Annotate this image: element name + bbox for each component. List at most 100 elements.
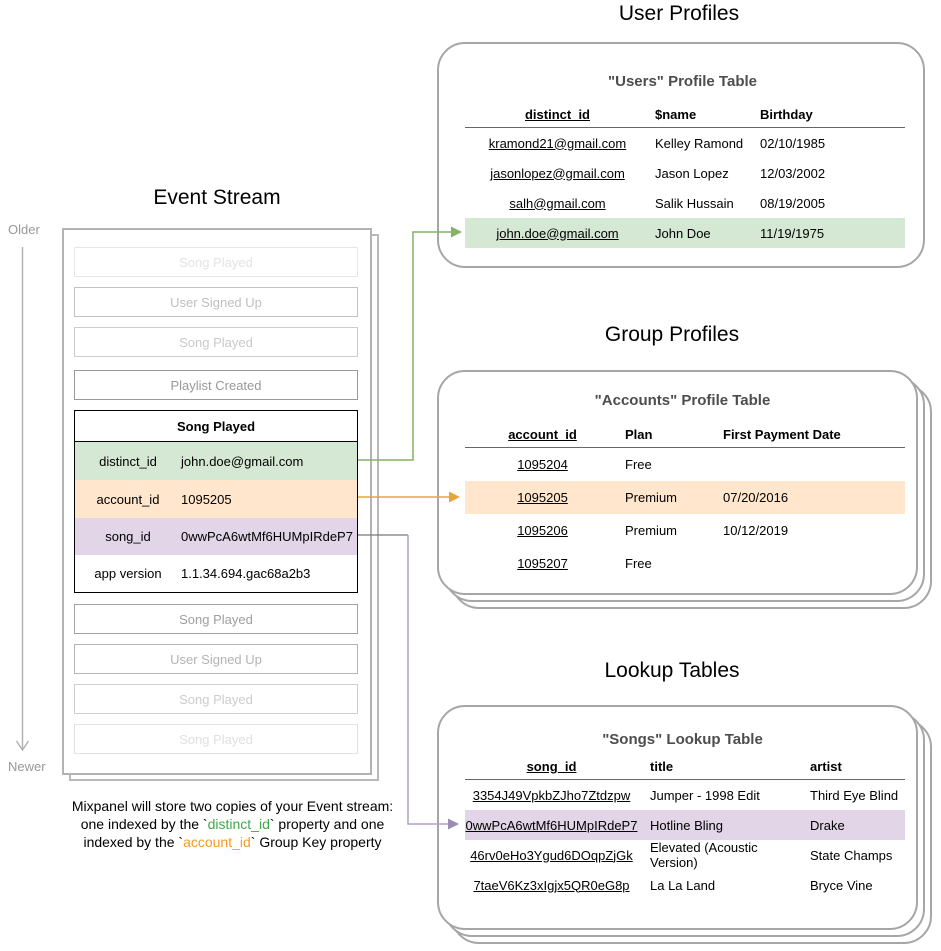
cell-artist: Third Eye Blind — [810, 787, 899, 803]
cell-song-id: 46rv0eHo3Ygud6DOqpZjGk — [470, 847, 633, 863]
event-property-app-version: app version 1.1.34.694.gac68a2b3 — [75, 555, 357, 592]
property-value: 1.1.34.694.gac68a2b3 — [181, 566, 311, 581]
event-box: Song Played — [74, 604, 358, 634]
cell-title: Elevated (Acoustic Version) — [650, 840, 758, 870]
cell-birthday: 08/19/2005 — [760, 195, 826, 211]
table-row-highlighted: 0wwPcA6wtMf6HUMpIRdeP7 Hotline Bling Dra… — [465, 810, 905, 840]
event-box: Song Played — [74, 247, 358, 277]
cell-distinct-id: john.doe@gmail.com — [496, 225, 619, 241]
event-property-account-id: account_id 1095205 — [75, 480, 357, 518]
event-box: Song Played — [74, 327, 358, 357]
event-box: Song Played — [74, 724, 358, 754]
songs-table-header: song_id title artist — [465, 753, 905, 780]
event-box: Playlist Created — [74, 370, 358, 400]
cell-distinct-id: jasonlopez@gmail.com — [490, 165, 625, 181]
users-table-title: "Users" Profile Table — [608, 73, 757, 90]
caption-line-3-post: ` Group Key property — [250, 834, 382, 850]
column-header: artist — [810, 758, 842, 774]
property-key: app version — [94, 566, 162, 581]
cell-name: John Doe — [655, 225, 711, 241]
cell-account-id: 1095205 — [517, 490, 568, 505]
property-key: song_id — [105, 529, 151, 544]
event-box: Song Played — [74, 684, 358, 714]
cell-plan: Premium — [625, 490, 678, 505]
column-header: Plan — [625, 426, 653, 442]
event-stream-title: Event Stream — [153, 186, 281, 209]
selected-event-name: Song Played — [75, 411, 357, 442]
group-profiles-title: Group Profiles — [604, 323, 740, 346]
cell-name: Kelley Ramond — [655, 135, 744, 151]
event-stream-caption: Mixpanel will store two copies of your E… — [25, 797, 440, 851]
column-header: account_id — [508, 426, 577, 442]
cell-birthday: 11/19/1975 — [760, 225, 825, 241]
column-header: song_id — [526, 758, 577, 774]
cell-plan: Free — [625, 556, 652, 571]
event-property-distinct-id: distinct_id john.doe@gmail.com — [75, 442, 357, 480]
caption-line-1: Mixpanel will store two copies of your E… — [71, 798, 394, 814]
table-row-highlighted: 1095205 Premium 07/20/2016 — [465, 481, 905, 514]
caption-account-id: account_id — [183, 834, 251, 850]
property-value: 1095205 — [181, 491, 232, 507]
table-row: jasonlopez@gmail.com Jason Lopez 12/03/2… — [465, 158, 905, 188]
cell-artist: Drake — [810, 817, 845, 833]
cell-title: La La Land — [650, 877, 716, 893]
column-header: $name — [655, 106, 697, 122]
songs-table: song_id title artist 3354J49VpkbZJho7Ztd… — [465, 753, 905, 900]
user-profiles-title: User Profiles — [618, 2, 740, 25]
cell-song-id: 3354J49VpkbZJho7Ztdzpw — [472, 787, 631, 803]
cell-first-payment-date: 07/20/2016 — [723, 490, 789, 505]
timeline-arrow — [15, 247, 30, 752]
cell-first-payment-date: 10/12/2019 — [723, 523, 789, 538]
caption-line-2-post: ` property and one — [269, 816, 385, 832]
cell-birthday: 02/10/1985 — [760, 135, 826, 151]
table-row: 7taeV6Kz3xIgjx5QR0eG8p La La Land Bryce … — [465, 870, 905, 900]
event-box: User Signed Up — [74, 287, 358, 317]
caption-line-3-pre: indexed by the ` — [83, 834, 184, 850]
cell-name: Jason Lopez — [655, 165, 729, 181]
cell-plan: Free — [625, 457, 652, 472]
caption-distinct-id: distinct_id — [207, 816, 270, 832]
selected-event-card: Song Played distinct_id john.doe@gmail.c… — [74, 410, 358, 593]
table-row: 1095207 Free — [465, 547, 905, 580]
cell-distinct-id: salh@gmail.com — [509, 195, 606, 211]
cell-title: Jumper - 1998 Edit — [650, 787, 760, 803]
older-label: Older — [8, 222, 40, 237]
accounts-table-header: account_id Plan First Payment Date — [465, 421, 905, 448]
event-property-song-id: song_id 0wwPcA6wtMf6HUMpIRdeP7 — [75, 518, 357, 555]
cell-title: Hotline Bling — [650, 817, 723, 833]
accounts-table-title: "Accounts" Profile Table — [594, 392, 771, 409]
table-row: kramond21@gmail.com Kelley Ramond 02/10/… — [465, 128, 905, 158]
event-box: User Signed Up — [74, 644, 358, 674]
lookup-tables-title: Lookup Tables — [604, 659, 740, 682]
table-row: 1095204 Free — [465, 448, 905, 481]
caption-line-2-pre: one indexed by the ` — [80, 816, 208, 832]
cell-account-id: 1095204 — [517, 457, 568, 472]
column-header: Birthday — [760, 106, 813, 122]
newer-label: Newer — [8, 759, 46, 774]
users-table: distinct_id $name Birthday kramond21@gma… — [465, 101, 905, 248]
table-row: 3354J49VpkbZJho7Ztdzpw Jumper - 1998 Edi… — [465, 780, 905, 810]
table-row: salh@gmail.com Salik Hussain 08/19/2005 — [465, 188, 905, 218]
property-key: distinct_id — [99, 453, 157, 469]
column-header: title — [650, 758, 674, 774]
accounts-table: account_id Plan First Payment Date 10952… — [465, 421, 905, 580]
cell-song-id: 0wwPcA6wtMf6HUMpIRdeP7 — [465, 817, 638, 833]
users-table-header: distinct_id $name Birthday — [465, 101, 905, 128]
cell-name: Salik Hussain — [655, 195, 734, 211]
property-key: account_id — [96, 491, 160, 507]
cell-account-id: 1095206 — [517, 523, 568, 538]
cell-birthday: 12/03/2002 — [760, 165, 826, 181]
cell-artist: State Champs — [810, 847, 893, 863]
cell-distinct-id: kramond21@gmail.com — [488, 135, 627, 151]
column-header: distinct_id — [524, 106, 590, 122]
cell-account-id: 1095207 — [517, 556, 568, 571]
property-value: 0wwPcA6wtMf6HUMpIRdeP7 — [181, 529, 353, 544]
songs-table-title: "Songs" Lookup Table — [602, 731, 763, 748]
table-row-highlighted: john.doe@gmail.com John Doe 11/19/1975 — [465, 218, 905, 248]
cell-song-id: 7taeV6Kz3xIgjx5QR0eG8p — [473, 877, 630, 893]
cell-artist: Bryce Vine — [810, 877, 873, 893]
column-header: First Payment Date — [723, 426, 841, 442]
table-row: 1095206 Premium 10/12/2019 — [465, 514, 905, 547]
property-value: john.doe@gmail.com — [181, 453, 304, 469]
